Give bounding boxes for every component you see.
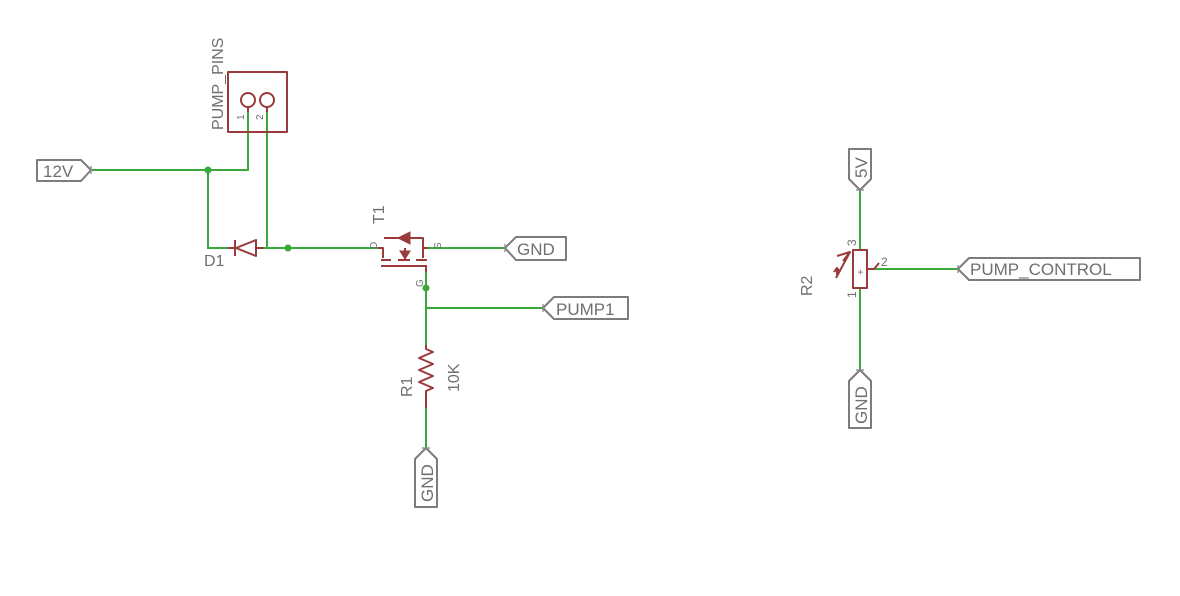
- mosfet-source-lead: [422, 247, 428, 258]
- resistor-name: R1: [399, 376, 416, 397]
- pump-header-pin2-pad: [259, 92, 275, 108]
- net-label-12v[interactable]: 12V: [36, 159, 92, 182]
- pot-wiper-lead: [867, 262, 880, 270]
- net-label-pump-control-box: [957, 257, 1141, 281]
- junction-dot: [204, 166, 212, 174]
- pot-adjust-arrow-head: [836, 251, 851, 262]
- potentiometer-r2[interactable]: + 1 3 2 R2: [799, 239, 888, 298]
- pump-header-pin1-pad: [240, 92, 256, 108]
- pot-pin2-label: 2: [881, 255, 888, 269]
- resistor-r1[interactable]: R1 10K: [399, 345, 463, 408]
- mosfet-gate: [381, 265, 427, 272]
- pot-plus-sign: +: [856, 269, 867, 275]
- junction-dot: [284, 244, 292, 252]
- net-label-gnd-source[interactable]: GND: [504, 236, 567, 261]
- net-label-gnd-pot-text: GND: [852, 386, 871, 424]
- resistor-zigzag: [418, 345, 434, 408]
- pump-header-pin1-label: 1: [236, 114, 247, 120]
- net-label-12v-box: [36, 159, 92, 182]
- resistor-value: 10K: [446, 363, 463, 392]
- pot-body: [852, 249, 868, 289]
- net-label-gnd-resistor[interactable]: GND: [414, 447, 438, 508]
- mosfet-t1[interactable]: D S G T1: [369, 205, 444, 287]
- mosfet-pin-s: S: [433, 242, 444, 249]
- mosfet-pin-g: G: [415, 279, 426, 287]
- pump-header-name: PUMP_PINS: [210, 38, 227, 130]
- diode-triangle: [235, 239, 257, 257]
- net-label-5v-text: 5V: [852, 157, 871, 178]
- pump-header-pin-stems: [247, 107, 268, 112]
- net-label-5v-box: [848, 148, 872, 191]
- mosfet-name: T1: [371, 205, 388, 224]
- mosfet-pin-d: D: [369, 242, 380, 249]
- net-label-pump1-box: [542, 296, 629, 320]
- pot-pin3-label: 3: [845, 239, 859, 246]
- net-label-pump1-text: PUMP1: [556, 300, 615, 319]
- mosfet-channel-arrow: [399, 250, 411, 260]
- mosfet-body-arrow: [396, 231, 411, 245]
- net-label-5v[interactable]: 5V: [848, 148, 872, 191]
- diode-d1[interactable]: D1: [204, 239, 264, 270]
- wires: [90, 111, 959, 449]
- wire-12v-to-diode: [207, 169, 236, 249]
- junctions: [204, 166, 430, 292]
- net-label-gnd-pot-box: [848, 369, 872, 429]
- net-label-pump-control-text: PUMP_CONTROL: [970, 260, 1112, 279]
- pot-pin1-label: 1: [845, 291, 859, 298]
- net-label-pump1[interactable]: PUMP1: [542, 296, 629, 320]
- net-label-gnd-source-box: [504, 236, 567, 261]
- net-label-pump-control[interactable]: PUMP_CONTROL: [957, 257, 1141, 281]
- junction-dot: [422, 284, 430, 292]
- net-label-gnd-resistor-text: GND: [418, 464, 437, 502]
- pot-direction-arrow: [833, 267, 841, 275]
- mosfet-drain-lead: [378, 247, 384, 258]
- pump-header[interactable]: 1 2 PUMP_PINS: [210, 38, 288, 133]
- net-label-gnd-resistor-box: [414, 447, 438, 508]
- net-label-gnd-pot[interactable]: GND: [848, 369, 872, 429]
- pump-header-body: [227, 71, 288, 133]
- pump-header-pin2-label: 2: [255, 114, 266, 120]
- diode-name: D1: [204, 253, 225, 270]
- pot-name: R2: [799, 275, 816, 296]
- net-label-12v-text: 12V: [43, 162, 74, 181]
- net-label-gnd-source-text: GND: [517, 240, 555, 259]
